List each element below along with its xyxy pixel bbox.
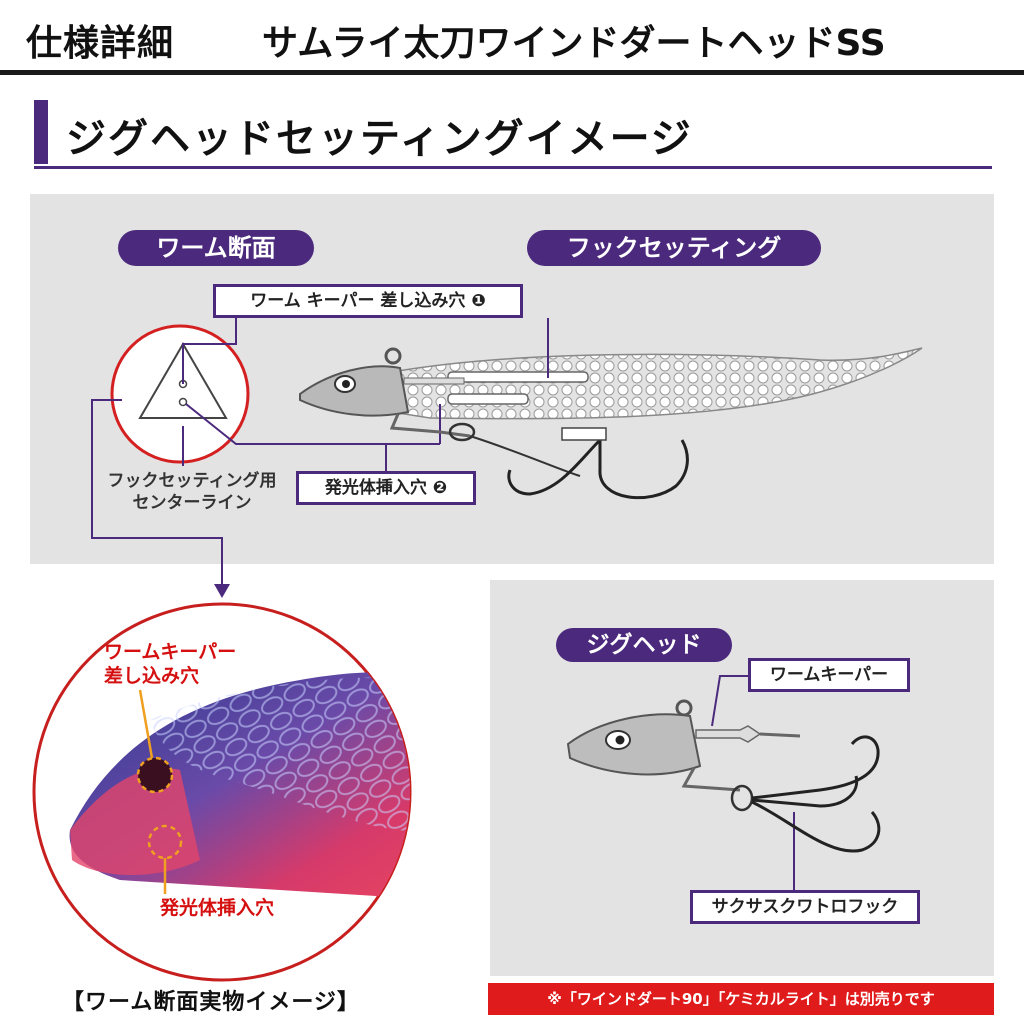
center-line-label-line2: センターライン [132,493,252,513]
hook-label: サクサスクワトロフック [690,890,920,924]
worm-photo-scales [150,677,410,832]
keeper-rod [759,732,801,738]
keeper-pointer [138,689,154,759]
hook-wire [389,413,471,438]
light-insert-hole-label: 発光体挿入穴 ❷ [296,471,476,505]
jighead-pill: ジグヘッド [556,628,732,662]
light-hole-marker [147,824,183,860]
keeper-slot [447,371,589,383]
jig-pupil [342,380,350,388]
center-line-label: フックセッティング用 センターライン [92,470,292,514]
jighead-pupil [615,735,625,745]
photo-keeper-hole-label: ワームキーパー 差し込み穴 [104,640,236,688]
worm-keeper-label: ワームキーパー [748,658,910,692]
jighead-split-ring [730,784,754,812]
light-hole-dot [178,397,188,407]
photo-arrow-head [214,584,230,598]
hook-sleeve [561,427,607,441]
worm-keeper-pin [695,725,762,743]
header-divider [0,70,1024,75]
jighead-hook-mid [751,775,859,808]
section-accent-bar [34,100,48,164]
treble-hook-2 [507,438,602,496]
treble-hook-1 [598,434,689,500]
photo-light-hole-label: 発光体挿入穴 [160,897,275,919]
photo-arrow-line [91,399,223,588]
jighead-hook-upper [751,735,880,800]
keeper-callout-line [182,318,237,384]
section-underline [34,166,992,169]
photo-keeper-hole-line1: ワームキーパー [104,641,237,663]
assist-line [469,435,581,477]
hook-setting-pill: フックセッティング [527,230,821,266]
line-eye [384,347,402,365]
worm-section-pill: ワーム断面 [118,230,314,266]
sold-separately-note: ※「ワインドダート90」「ケミカルライト」は別売りです [488,983,994,1015]
jig-head [299,365,410,417]
light-callout-line [185,403,387,471]
keeper-hole-marker [136,756,174,794]
section-title: ジグヘッドセッティングイメージ [66,116,693,162]
split-ring [448,422,476,442]
photo-caption: 【ワーム断面実物イメージ】 [62,990,360,1015]
product-name: サムライ太刀ワインドダートヘッドSS [262,23,886,64]
spec-label: 仕様詳細 [26,23,175,64]
worm-keeper-hole-label: ワーム キーパー 差し込み穴 ❶ [213,284,523,318]
jighead-wire [681,767,741,792]
keeper-callout [711,675,748,727]
worm-photo-face [70,768,200,875]
light-slot [447,393,529,405]
center-line-label-line1: フックセッティング用 [107,471,277,491]
jighead-head [566,713,702,776]
keeper-pin [403,377,465,385]
photo-keeper-hole-line2: 差し込み穴 [104,665,200,687]
jighead-hook-lower [751,800,881,853]
jighead-line-eye [675,699,693,717]
